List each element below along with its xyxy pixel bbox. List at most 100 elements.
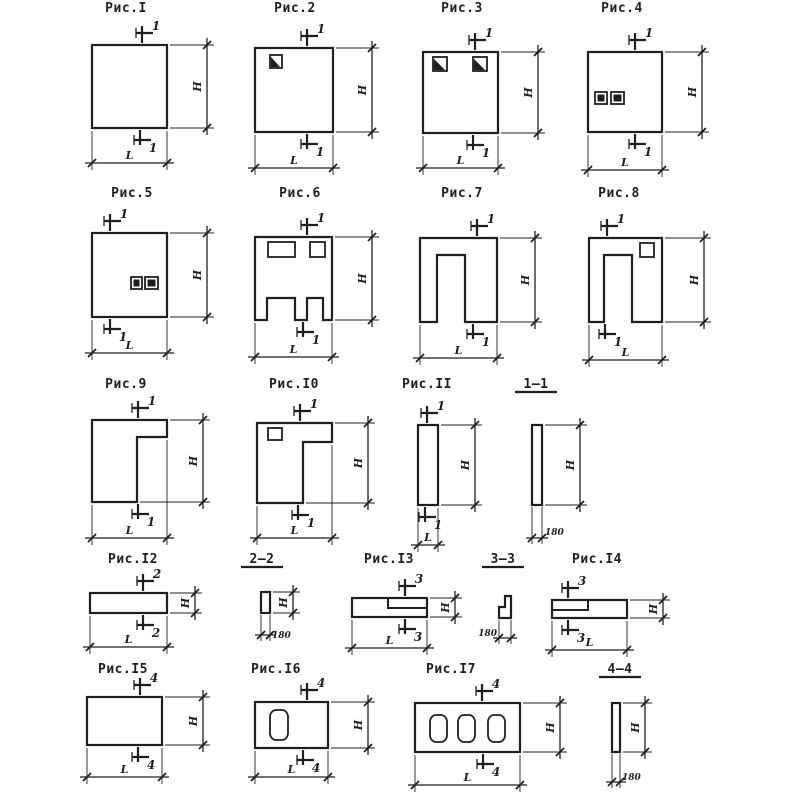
figure-label: Рис.8 bbox=[598, 186, 640, 201]
length-dimension: L bbox=[408, 755, 527, 792]
height-dimension: H bbox=[170, 226, 214, 324]
height-dimension: H bbox=[331, 695, 375, 755]
figure-label: Рис.4 bbox=[601, 1, 643, 16]
length-label: L bbox=[289, 154, 298, 167]
section-cut-marks: 33 bbox=[398, 572, 423, 644]
section-mark-number: 4 bbox=[492, 677, 500, 691]
height-dimension: H bbox=[665, 231, 711, 329]
length-label: L bbox=[621, 346, 630, 359]
length-dimension: L bbox=[411, 508, 445, 552]
length-label: L bbox=[620, 156, 629, 169]
figure-label: 4—4 bbox=[608, 662, 633, 677]
section-mark-number: 1 bbox=[317, 22, 325, 36]
thickness-label: 180 bbox=[478, 629, 498, 639]
section-cut-marks: 11 bbox=[103, 207, 128, 344]
height-dimension: H bbox=[273, 585, 300, 620]
thickness-label: 180 bbox=[622, 773, 642, 783]
section-mark-number: 1 bbox=[316, 145, 324, 159]
panel-outline bbox=[90, 43, 169, 130]
figure-label: Рис.II bbox=[402, 377, 452, 392]
figure-label: Рис.I5 bbox=[98, 662, 148, 677]
length-dimension: L bbox=[248, 751, 335, 784]
height-dimension: H bbox=[441, 418, 482, 512]
figure-label: Рис.6 bbox=[279, 186, 321, 201]
panel-openings bbox=[269, 54, 283, 69]
height-dimension: H bbox=[623, 696, 652, 759]
panel-openings bbox=[432, 56, 488, 72]
height-label: H bbox=[191, 81, 204, 93]
section-mark-number: 4 bbox=[312, 761, 320, 775]
panel-outline bbox=[259, 590, 272, 615]
height-dimension: H bbox=[523, 696, 567, 759]
section-mark-number: 3 bbox=[577, 631, 585, 645]
section-mark-number: 1 bbox=[482, 335, 490, 349]
section-cut-marks: 11 bbox=[466, 26, 493, 160]
figure-label: Рис.5 bbox=[111, 186, 153, 201]
figure-label: Рис.9 bbox=[105, 377, 147, 392]
length-label: L bbox=[585, 636, 594, 649]
section-mark-number: 1 bbox=[485, 26, 493, 40]
section-cut-marks: 44 bbox=[131, 671, 158, 772]
panel-outline bbox=[497, 594, 513, 620]
section-mark-number: 2 bbox=[151, 626, 160, 640]
figure-label: Рис.3 bbox=[441, 1, 483, 16]
panel-outline bbox=[550, 598, 629, 620]
section-cut-marks: 22 bbox=[136, 567, 161, 640]
section-mark-number: 1 bbox=[120, 207, 128, 221]
length-label: L bbox=[385, 634, 394, 647]
length-dimension: L bbox=[85, 320, 174, 360]
panel-outline bbox=[253, 700, 330, 750]
figure-label: Рис.I2 bbox=[108, 552, 158, 567]
drawing-fig5: Рис.5 11 HL bbox=[85, 186, 214, 360]
section-mark-number: 2 bbox=[152, 567, 161, 581]
panel-outline bbox=[610, 701, 622, 754]
length-label: L bbox=[423, 531, 432, 544]
panel-outline bbox=[90, 418, 169, 504]
section-mark-number: 3 bbox=[415, 572, 423, 586]
section-cut-marks: 44 bbox=[296, 676, 325, 775]
section-cut-marks: 11 bbox=[296, 211, 325, 347]
panel-outline bbox=[85, 695, 164, 747]
height-label: H bbox=[564, 459, 577, 471]
length-label: L bbox=[290, 524, 299, 537]
panel-openings bbox=[639, 242, 655, 258]
length-label: L bbox=[454, 344, 463, 357]
length-dimension: L bbox=[545, 621, 634, 657]
height-label: H bbox=[647, 603, 660, 615]
height-label: H bbox=[179, 597, 192, 609]
panel-outline bbox=[418, 236, 499, 324]
height-label: H bbox=[352, 457, 365, 469]
section-mark-number: 4 bbox=[150, 671, 158, 685]
height-label: H bbox=[352, 719, 365, 731]
height-dimension: H bbox=[500, 231, 542, 329]
height-label: H bbox=[277, 597, 290, 609]
panel-openings bbox=[269, 709, 289, 741]
section-cut-marks: 11 bbox=[466, 212, 495, 349]
section-mark-number: 4 bbox=[317, 676, 325, 690]
section-mark-number: 1 bbox=[317, 211, 325, 225]
length-dimension: L bbox=[581, 135, 669, 177]
section-mark-number: 1 bbox=[644, 145, 652, 159]
length-label: L bbox=[289, 343, 298, 356]
